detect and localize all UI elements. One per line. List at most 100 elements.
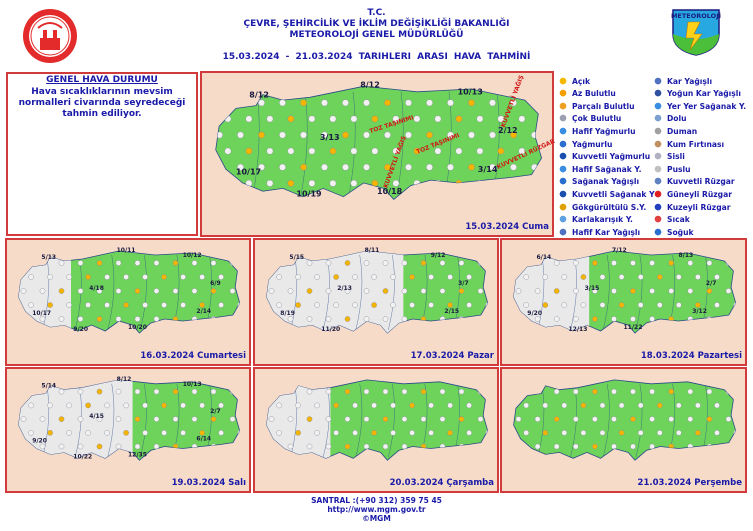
footer-copyright: ©MGM [362, 514, 391, 523]
weather-icon [428, 302, 434, 308]
weather-icon [434, 147, 442, 155]
map-date-label: 21.03.2024 Perşembe [637, 478, 742, 488]
weather-icon [714, 302, 720, 308]
weather-icon [306, 316, 313, 322]
weather-icon [390, 402, 396, 409]
weather-icon [363, 260, 370, 266]
weather-icon [611, 443, 617, 450]
weather-icon [592, 316, 598, 322]
weather-icon [706, 288, 713, 294]
weather-icon [561, 429, 568, 436]
temperature-label: 10/11 [117, 247, 136, 254]
weather-icon [350, 115, 358, 123]
legend-label: Açık [572, 76, 591, 86]
temperature-label: 10/13 [183, 381, 202, 388]
weather-icon [413, 115, 421, 123]
weather-icon [458, 260, 465, 266]
temperature-label: 10/18 [377, 187, 403, 196]
weather-icon [580, 302, 587, 308]
weather-icon [123, 274, 129, 280]
weather-icon [287, 179, 295, 187]
weather-icon [458, 388, 465, 395]
weather-icon [559, 152, 569, 162]
turkey-land [18, 250, 241, 334]
map-date-label: 16.03.2024 Cumartesi [140, 351, 246, 361]
legend-item: Açık [559, 76, 590, 86]
weather-icon [384, 163, 391, 171]
weather-icon [420, 388, 427, 395]
weather-icon [325, 416, 332, 422]
weather-icon [350, 147, 358, 155]
weather-icon [199, 274, 205, 280]
weather-icon [553, 416, 560, 422]
weather-icon [142, 274, 148, 280]
weather-icon [308, 147, 316, 155]
weather-icon [308, 115, 316, 123]
weather-icon [401, 416, 408, 422]
temperature-label: 2/7 [210, 408, 221, 415]
weather-icon [363, 316, 370, 322]
weather-icon [447, 402, 453, 409]
legend-item: Soğuk [654, 227, 694, 237]
weather-icon [329, 115, 337, 123]
weather-icon [325, 443, 332, 450]
temperature-label: 3/14 [478, 165, 498, 174]
weather-icon [630, 416, 636, 422]
weather-icon [180, 302, 186, 308]
weather-icon [344, 388, 351, 395]
weather-icon [96, 316, 103, 322]
legend-item: Hafif Kar Yağışlı [559, 227, 640, 237]
weather-icon [180, 429, 186, 436]
weather-icon [333, 402, 339, 409]
temperature-label: 3/13 [320, 133, 340, 142]
legend-label: Karlakarışık Y. [572, 215, 633, 225]
temperature-label: 6/9 [210, 280, 221, 287]
weather-icon [559, 189, 569, 199]
weather-icon [426, 99, 433, 107]
weather-icon [390, 429, 396, 436]
weather-icon [409, 302, 415, 308]
weather-icon [191, 288, 198, 294]
weather-icon [104, 302, 110, 308]
weather-icon [599, 429, 606, 436]
weather-icon [455, 115, 463, 123]
weather-icon [153, 260, 160, 266]
mgm-logo-icon: METEOROLOJİ [671, 9, 721, 56]
weather-icon [518, 115, 526, 123]
weather-icon [77, 260, 84, 266]
weather-icon [199, 302, 205, 308]
weather-icon [466, 274, 472, 280]
weather-icon [47, 429, 53, 436]
weather-icon [218, 429, 224, 436]
weather-icon [134, 288, 141, 294]
weather-icon [104, 274, 110, 280]
legend-label: Çok Bulutlu [572, 114, 622, 124]
weather-icon [279, 163, 286, 171]
weather-icon [518, 147, 526, 155]
weather-icon [321, 163, 328, 171]
weather-icon [115, 443, 122, 450]
weather-icon [58, 416, 65, 422]
weather-icon [477, 416, 484, 422]
legend-label: Kum Fırtınası [667, 139, 725, 149]
weather-icon [439, 260, 446, 266]
weather-icon [58, 288, 65, 294]
weather-icon [489, 163, 496, 171]
weather-icon [229, 416, 236, 422]
footer-website-link[interactable]: http://www.mgm.gov.tr [327, 505, 426, 514]
header-line1: T.C. [367, 8, 386, 18]
weather-icon [654, 152, 664, 162]
weather-icon [352, 302, 358, 308]
weather-icon [66, 402, 72, 409]
weather-icon [344, 316, 351, 322]
weather-icon [237, 163, 244, 171]
weather-icon [573, 416, 579, 422]
weather-icon [47, 274, 53, 280]
weather-icon [654, 114, 664, 124]
weather-icon [534, 416, 541, 422]
weather-icon [325, 316, 332, 322]
weather-icon [559, 126, 569, 136]
weather-icon [428, 429, 434, 436]
